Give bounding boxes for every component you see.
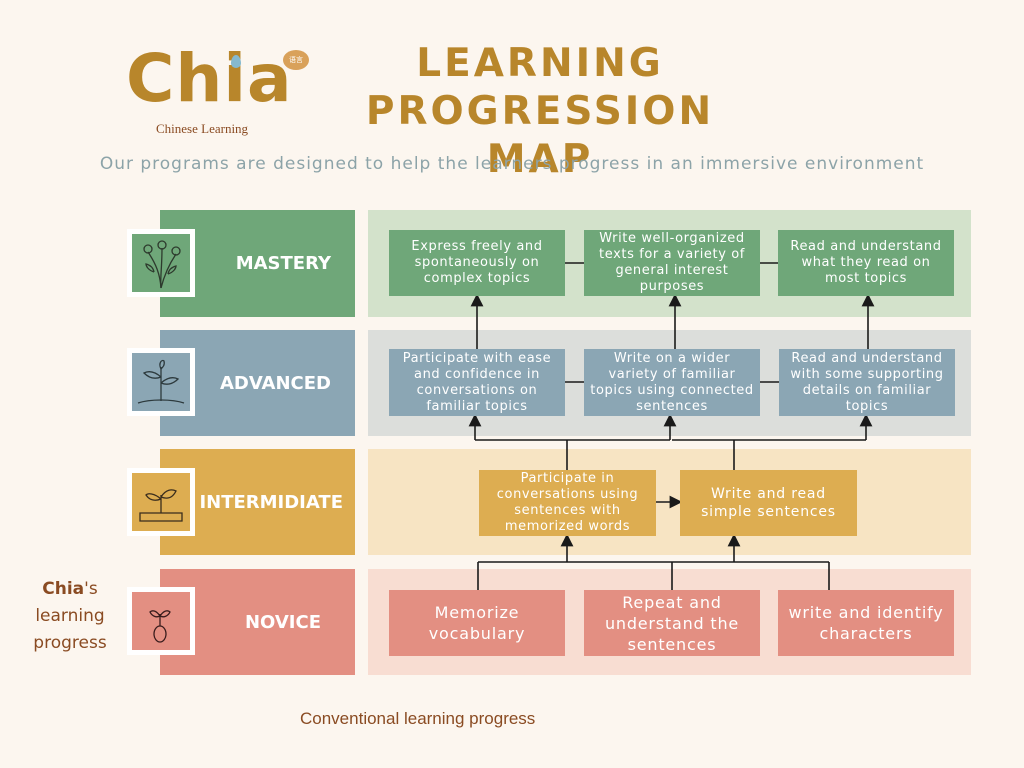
logo-tagline: Chinese Learning — [156, 121, 249, 136]
chia-learning-progress-note: Chia's learning progress — [30, 576, 110, 657]
novice-icon-frame — [127, 587, 195, 655]
mastery-icon-frame — [127, 229, 195, 297]
speech-bubble-icon: 语言 — [283, 50, 309, 70]
page-title: LEARNING PROGRESSION MAP — [320, 40, 760, 184]
water-drop-icon — [231, 55, 241, 68]
conventional-progress-note: Conventional learning progress — [300, 709, 536, 728]
advanced-box-reading: Read and understand with some supporting… — [779, 349, 955, 416]
level-novice: NOVICE — [160, 569, 355, 675]
level-novice-label: NOVICE — [244, 611, 321, 633]
level-mastery-label: MASTERY — [235, 253, 331, 274]
title-line-1: LEARNING — [416, 41, 664, 86]
flowers-icon — [132, 234, 190, 292]
advanced-box-speaking: Participate with ease and confidence in … — [389, 349, 565, 416]
advanced-box-writing: Write on a wider variety of familiar top… — [584, 349, 760, 416]
novice-box-sentences: Repeat and understand the sentences — [584, 590, 760, 656]
side-note-suffix: 's — [84, 579, 98, 599]
side-note-line-3: progress — [33, 633, 107, 653]
logo-wordmark: Chia — [126, 40, 293, 117]
mastery-box-speaking: Express freely and spontaneously on comp… — [389, 230, 565, 296]
mastery-box-reading: Read and understand what they read on mo… — [778, 230, 954, 296]
intermediate-box-conversation: Participate in conversations using sente… — [479, 470, 656, 536]
intermediate-icon-frame — [127, 468, 195, 536]
level-advanced-label: ADVANCED — [219, 372, 331, 394]
side-note-line-2: learning — [35, 606, 105, 626]
seed-icon — [132, 592, 190, 650]
advanced-icon-frame — [127, 348, 195, 416]
title-line-2: PROGRESSION MAP — [365, 89, 715, 182]
novice-box-vocabulary: Memorize vocabulary — [389, 590, 565, 656]
novice-box-characters: write and identify characters — [778, 590, 954, 656]
side-note-brand: Chia — [42, 579, 85, 599]
level-intermediate-label: INTERMIDIATE — [199, 491, 343, 513]
sprout-icon — [132, 473, 190, 531]
plant-icon — [132, 353, 190, 411]
mastery-box-writing: Write well-organized texts for a variety… — [584, 230, 760, 296]
page-subtitle: Our programs are designed to help the le… — [99, 154, 925, 174]
intermediate-box-read-write: Write and read simple sentences — [680, 470, 857, 536]
